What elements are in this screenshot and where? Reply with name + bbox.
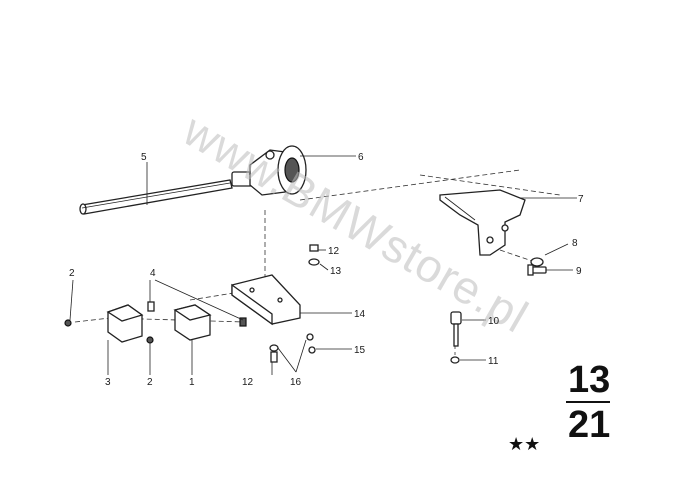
bolt-part bbox=[527, 264, 547, 276]
group-number-bottom: 21 bbox=[568, 404, 610, 446]
leader-lines bbox=[69, 155, 577, 375]
stars-mark: ★★ bbox=[508, 434, 540, 455]
callout-13: 13 bbox=[330, 266, 342, 277]
callout-16: 16 bbox=[290, 377, 302, 388]
callout-14: 14 bbox=[354, 309, 366, 320]
motor-part bbox=[231, 145, 307, 196]
callout-15: 15 bbox=[354, 345, 366, 356]
screw-part-top bbox=[308, 244, 320, 266]
bracket-part bbox=[439, 189, 526, 256]
callout-5: 5 bbox=[141, 152, 147, 163]
callout-3: 3 bbox=[105, 377, 111, 388]
callout-12-bottom: 12 bbox=[242, 377, 254, 388]
callout-10: 10 bbox=[488, 316, 500, 327]
sensor-part bbox=[450, 311, 462, 347]
callout-11: 11 bbox=[488, 356, 499, 367]
group-number: 13 21 bbox=[566, 359, 610, 446]
relay-part-1 bbox=[173, 304, 212, 341]
callout-12-top: 12 bbox=[328, 246, 340, 257]
mounting-plate-part bbox=[231, 274, 301, 326]
relay-part-3 bbox=[106, 304, 144, 343]
clip-part-4 bbox=[147, 301, 247, 327]
washer-part bbox=[530, 257, 544, 267]
callout-2-left: 2 bbox=[69, 268, 75, 279]
callout-2-bottom: 2 bbox=[147, 377, 153, 388]
group-number-top: 13 bbox=[568, 359, 610, 401]
callout-labels: 5 6 7 8 9 12 13 14 10 11 15 2 4 3 2 1 12… bbox=[69, 152, 584, 388]
screw-part-lower bbox=[269, 333, 316, 363]
ring-part bbox=[450, 356, 460, 364]
callout-4: 4 bbox=[150, 268, 156, 279]
callout-1: 1 bbox=[189, 377, 195, 388]
callout-9: 9 bbox=[576, 266, 582, 277]
rod-part bbox=[79, 179, 233, 215]
callout-8: 8 bbox=[572, 238, 578, 249]
callout-7: 7 bbox=[578, 194, 584, 205]
callout-6: 6 bbox=[358, 152, 364, 163]
